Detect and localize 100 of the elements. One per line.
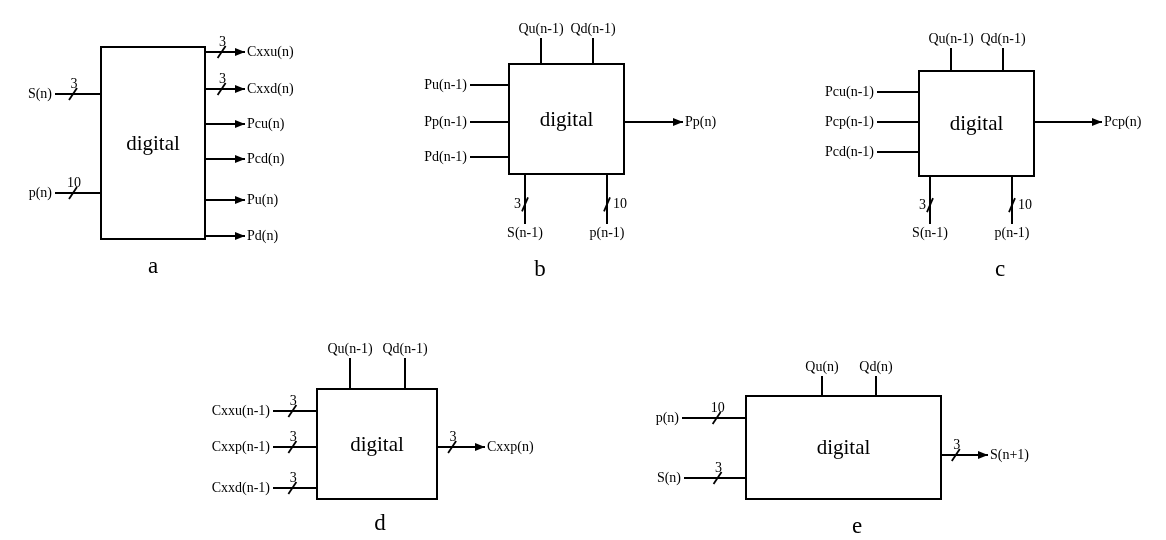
signal-label: Pd(n)	[245, 227, 279, 245]
digital-block	[100, 46, 206, 240]
signal-label: S(n-1)	[912, 224, 948, 242]
signal-wire	[272, 481, 317, 495]
signal-label: Pcp(n)	[1102, 113, 1142, 131]
digital-block	[316, 388, 438, 500]
bus-width-label: 3	[449, 430, 457, 444]
signal-label: Cxxp(n)	[485, 438, 534, 456]
panel-letter: e	[851, 513, 863, 537]
signal-label: Pcu(n)	[245, 115, 285, 133]
bus-width-label: 3	[219, 72, 227, 86]
signal-wire	[469, 84, 509, 86]
signal-wire	[941, 448, 989, 462]
signal-label: S(n-1)	[507, 224, 543, 242]
signal-wire	[876, 151, 919, 153]
block-label: digital	[949, 113, 1004, 134]
signal-label: Qd(n-1)	[570, 19, 616, 38]
bus-width-label: 10	[67, 176, 81, 190]
signal-wire	[469, 121, 509, 123]
bus-width-label: 3	[70, 77, 78, 91]
block-label: digital	[539, 108, 594, 130]
signal-wire	[950, 47, 952, 71]
signal-label: S(n)	[656, 469, 684, 487]
panel-letter: a	[147, 253, 159, 277]
bus-width-label: 3	[289, 471, 297, 485]
signal-label: p(n)	[655, 409, 682, 427]
signal-label: Pcu(n-1)	[825, 83, 877, 101]
bus-width-label: 3	[219, 35, 227, 49]
signal-label: Pp(n)	[683, 113, 717, 131]
signal-wire	[521, 174, 529, 225]
block-label: digital	[350, 433, 404, 455]
signal-wire	[592, 37, 594, 64]
signal-wire	[205, 155, 246, 163]
signal-wire	[821, 375, 823, 396]
bus-width-label: 3	[715, 461, 723, 475]
signal-label: Cxxu(n-1)	[211, 402, 273, 420]
signal-wire	[926, 176, 934, 225]
bus-width-label: 10	[612, 197, 627, 212]
signal-wire	[876, 121, 919, 123]
signal-wire	[603, 174, 611, 225]
signal-label: Qu(n-1)	[327, 339, 373, 358]
panel-letter: d	[374, 510, 386, 534]
bus-width-label: 3	[919, 198, 927, 213]
block-label: digital	[816, 437, 871, 458]
bus-width-label: 3	[953, 438, 961, 452]
signal-wire	[272, 404, 317, 418]
signal-wire	[469, 156, 509, 158]
signal-label: Qu(n)	[805, 357, 839, 376]
signal-label: S(n+1)	[988, 446, 1029, 464]
signal-label: p(n-1)	[994, 224, 1030, 242]
signal-label: Pcd(n-1)	[825, 143, 877, 161]
signal-wire	[624, 118, 684, 126]
signal-label: S(n)	[27, 85, 55, 103]
bus-width-label: 3	[289, 394, 297, 408]
digital-block	[918, 70, 1035, 177]
signal-label: Pp(n-1)	[424, 113, 470, 131]
signal-label: Pcd(n)	[245, 150, 285, 168]
signal-label: Cxxd(n-1)	[211, 479, 273, 497]
signal-wire	[1002, 47, 1004, 71]
signal-label: Pd(n-1)	[424, 148, 470, 166]
signal-wire	[205, 120, 246, 128]
bus-width-label: 3	[514, 197, 522, 212]
bus-width-label: 10	[1017, 198, 1032, 213]
signal-wire	[1034, 118, 1103, 126]
digital-block	[508, 63, 625, 175]
block-label: digital	[126, 132, 180, 154]
signal-label: p(n-1)	[589, 224, 625, 242]
signal-wire	[437, 440, 486, 454]
bus-width-label: 3	[289, 430, 297, 444]
signal-label: Pu(n)	[245, 191, 279, 209]
signal-wire	[683, 471, 746, 485]
signal-label: Cxxu(n)	[245, 43, 294, 61]
signal-label: Qu(n-1)	[928, 29, 974, 48]
bus-width-label: 10	[710, 401, 725, 415]
digital-block	[745, 395, 942, 500]
signal-wire	[205, 232, 246, 240]
signal-label: Cxxp(n-1)	[211, 438, 273, 456]
signal-wire	[54, 186, 101, 200]
signal-label: Cxxd(n)	[245, 80, 294, 98]
signal-wire	[540, 37, 542, 64]
signal-wire	[1008, 176, 1016, 225]
signal-wire	[205, 82, 246, 96]
signal-wire	[681, 411, 746, 425]
signal-wire	[54, 87, 101, 101]
signal-label: Qd(n)	[859, 357, 893, 376]
signal-label: Qd(n-1)	[382, 339, 428, 358]
panel-letter: b	[534, 256, 546, 280]
signal-wire	[404, 357, 406, 389]
signal-wire	[876, 91, 919, 93]
signal-wire	[875, 375, 877, 396]
signal-label: p(n)	[28, 184, 55, 202]
signal-label: Pcp(n-1)	[825, 113, 877, 131]
panel-letter: c	[994, 256, 1006, 280]
signal-wire	[205, 45, 246, 59]
signal-wire	[349, 357, 351, 389]
signal-wire	[272, 440, 317, 454]
signal-label: Pu(n-1)	[424, 76, 470, 94]
signal-label: Qu(n-1)	[518, 19, 564, 38]
signal-wire	[205, 196, 246, 204]
signal-label: Qd(n-1)	[980, 29, 1026, 48]
